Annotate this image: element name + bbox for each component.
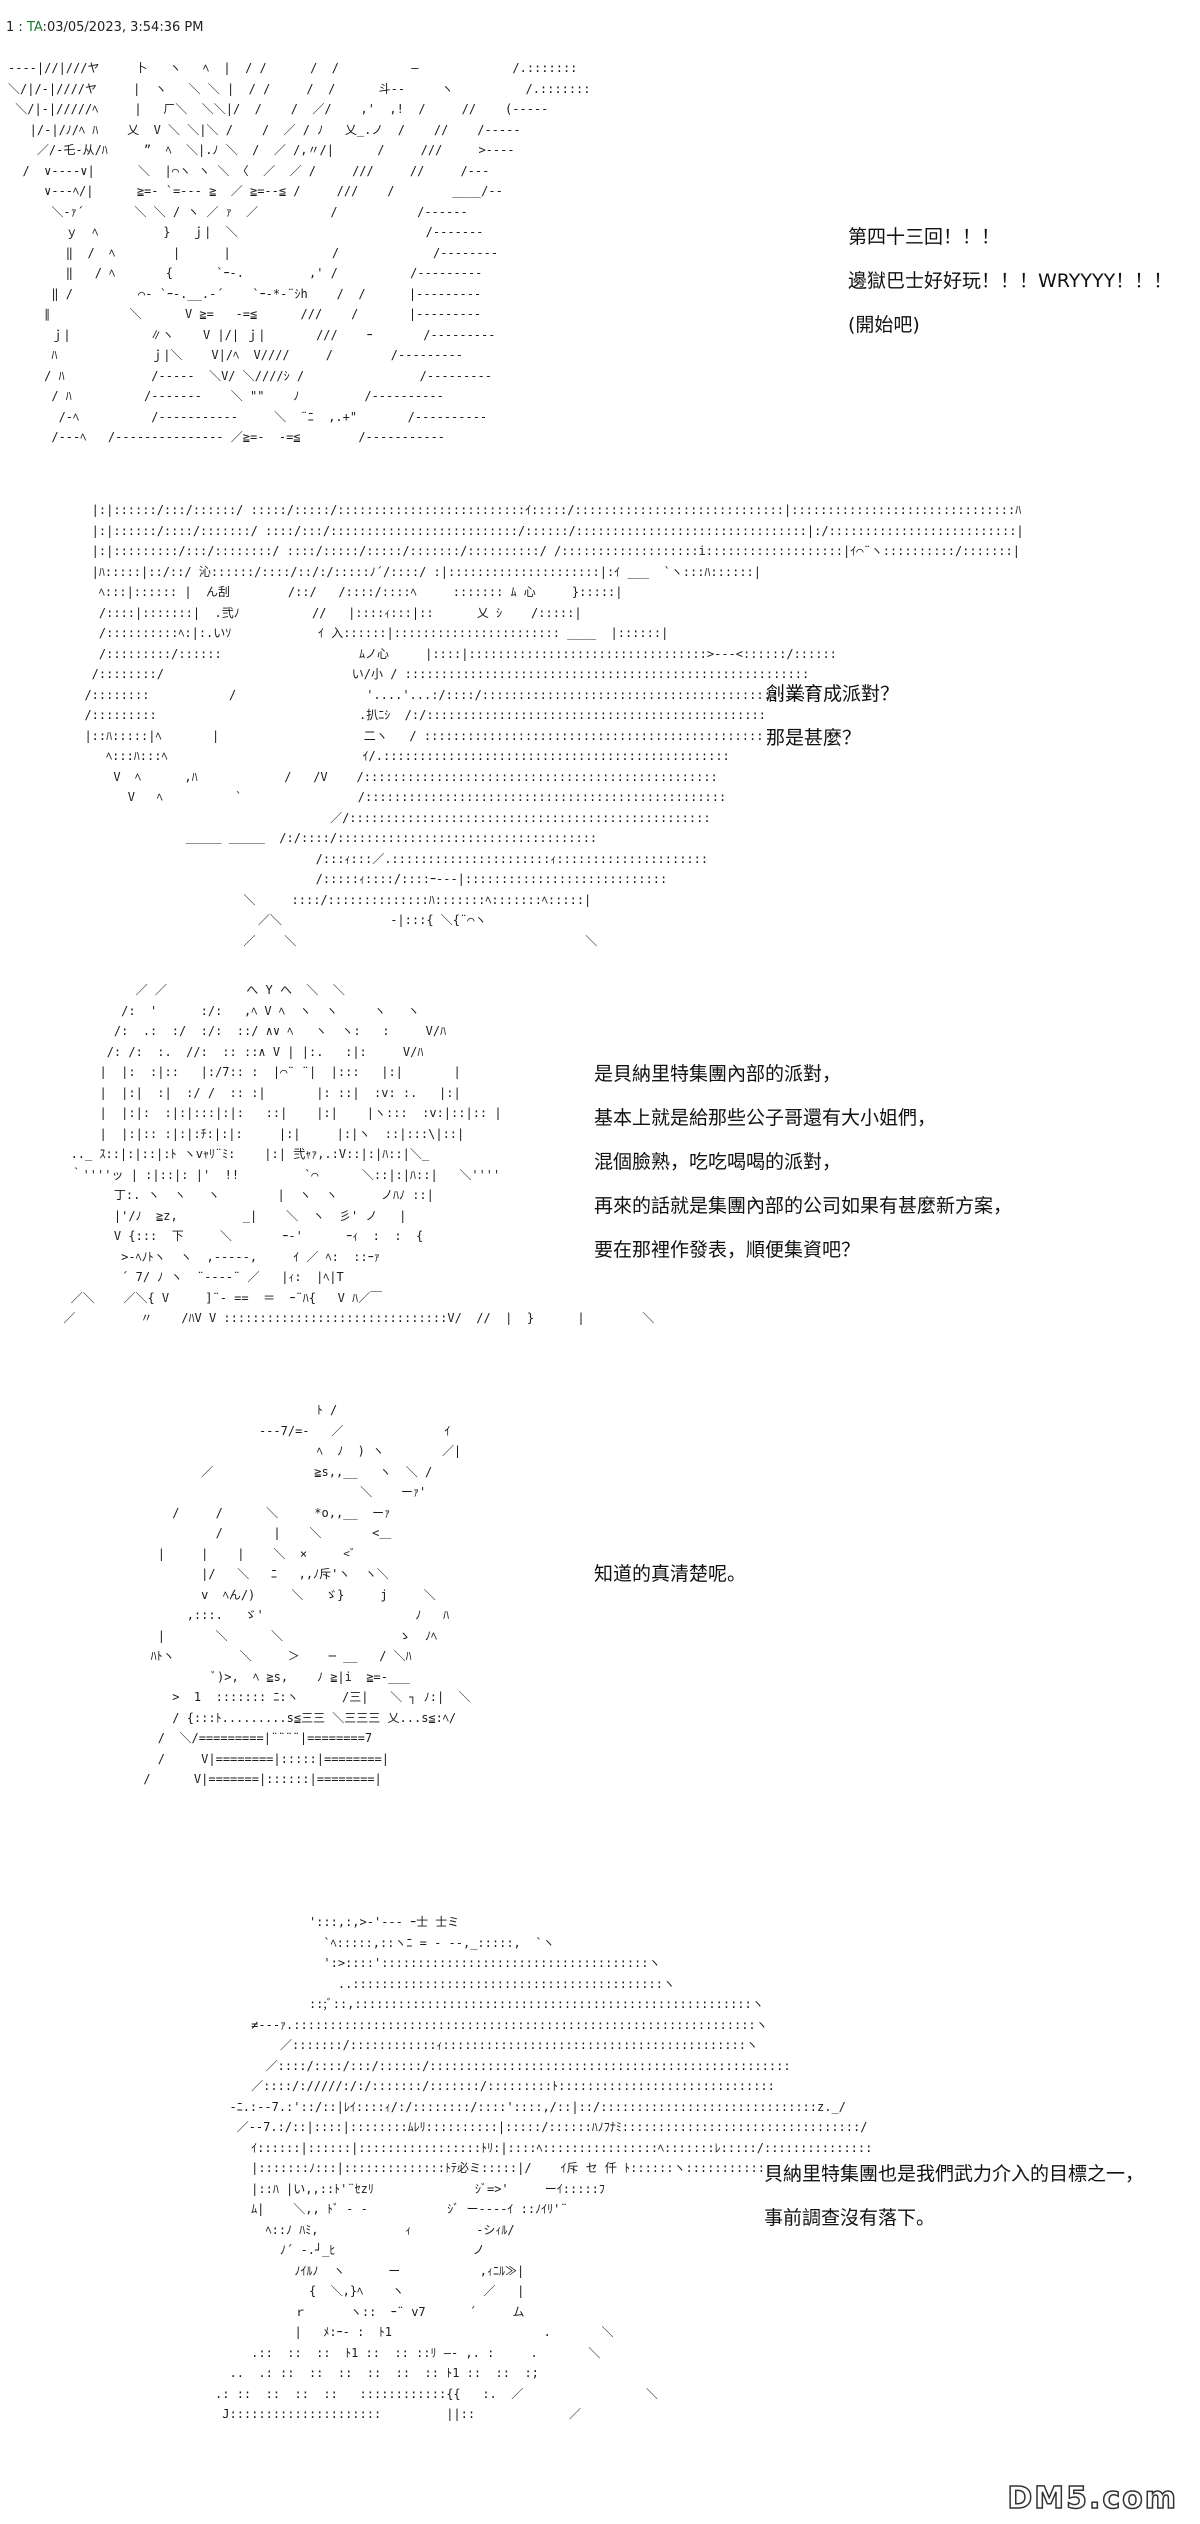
dialog-line: 那是甚麼？	[766, 727, 862, 749]
dialog-line: 創業育成派對？	[766, 683, 900, 705]
dialog-line: (開始吧)	[848, 314, 920, 336]
dialog-line: 知道的真清楚呢。	[594, 1563, 747, 1585]
dialog-line: 要在那裡作發表，順便集資吧？	[594, 1239, 861, 1261]
dialog-panel-4: 知道的真清楚呢。	[594, 1552, 746, 1596]
post-header: 1 : TA:03/05/2023, 3:54:36 PM	[6, 20, 204, 35]
dialog-line: 邊獄巴士好好玩！！！WRYYYY！！！	[848, 270, 1173, 292]
ascii-art-panel-3: ／ ／ へ Y へ ＼ ＼ /: ' :/: ,ﾍ V ﾍ ヽ ヽ ヽ ヽ /:…	[63, 983, 655, 1325]
ascii-art-panel-5: ':::,:,>-'‐‐‐ ｰ士 士ミ `ﾍ:::::,::ヽﾆ = ‐ -‐,…	[215, 1915, 873, 2421]
dialog-line: 混個臉熟，吃吃喝喝的派對，	[594, 1151, 842, 1173]
post-number: 1	[6, 20, 15, 35]
dialog-line: 第四十三回！！！	[848, 226, 1001, 248]
ascii-art-panel-2: |:|::::::/:::/::::::/ :::::/:::::/::::::…	[84, 503, 1024, 948]
dialog-line: 再來的話就是集團內部的公司如果有甚麼新方案，	[594, 1195, 1013, 1217]
dialog-line: 是貝納里特集團內部的派對，	[594, 1063, 842, 1085]
dialog-panel-2: 創業育成派對？ 那是甚麼？	[766, 672, 899, 760]
poster-name: TA	[26, 20, 43, 35]
dialog-line: 事前調查沒有落下。	[764, 2207, 936, 2229]
ascii-art-panel-4: ﾄ / ---7/=- ／ ｲ ﾍ ﾉ ) ヽ ／| ／ ≧s,,__ ヽ ＼ …	[143, 1403, 471, 1786]
ascii-art-panel-1: ----|//|///ヤ 卜 ヽ ﾍ | / / / / ― /.:::::::…	[8, 61, 591, 444]
dialog-line: 基本上就是給那些公子哥還有大小姐們，	[594, 1107, 937, 1129]
dialog-panel-3: 是貝納里特集團內部的派對， 基本上就是給那些公子哥還有大小姐們， 混個臉熟，吃吃…	[594, 1052, 1012, 1272]
dialog-panel-5: 貝納里特集團也是我們武力介入的目標之一， 事前調查沒有落下。	[764, 2152, 1144, 2240]
post-timestamp: 03/05/2023, 3:54:36 PM	[46, 20, 204, 35]
watermark-logo: DM5.com	[1007, 2480, 1178, 2517]
dialog-panel-1: 第四十三回！！！ 邊獄巴士好好玩！！！WRYYYY！！！ (開始吧)	[848, 215, 1172, 347]
dialog-line: 貝納里特集團也是我們武力介入的目標之一，	[764, 2163, 1145, 2185]
